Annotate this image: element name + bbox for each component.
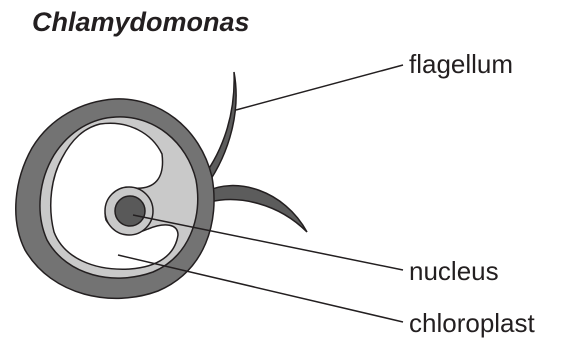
nucleus — [115, 196, 145, 226]
label-nucleus: nucleus — [409, 254, 499, 288]
flagellum-lower — [205, 186, 307, 232]
label-flagellum: flagellum — [409, 47, 513, 81]
label-chloroplast: chloroplast — [409, 306, 535, 340]
flagellum-leader-line — [236, 65, 403, 110]
